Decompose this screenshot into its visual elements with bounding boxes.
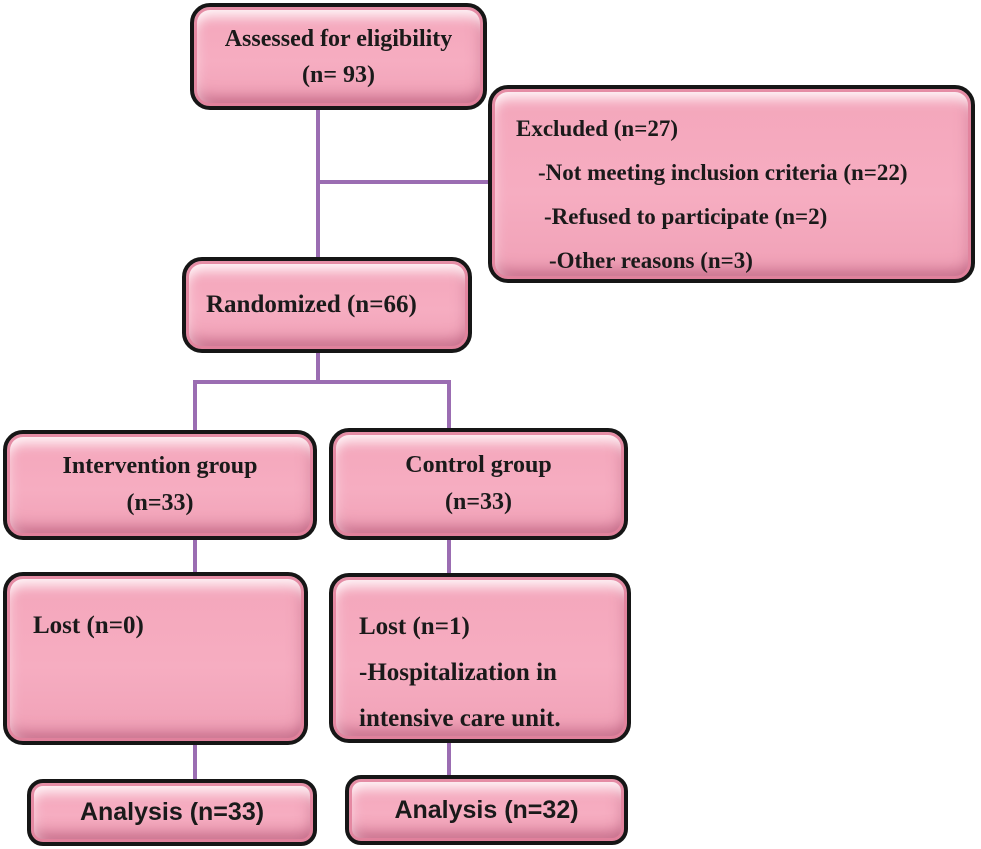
intervention-line-2: (n=33) — [126, 490, 194, 516]
connector-branch-horizontal — [193, 380, 451, 384]
assessed-line-1: Assessed for eligibility — [224, 25, 453, 52]
flow-box-lost-control: Lost (n=1) -Hospitalization in intensive… — [329, 573, 631, 743]
excluded-reason-1: -Not meeting inclusion criteria (n=22) — [538, 160, 908, 185]
excluded-heading: Excluded (n=27) — [516, 116, 678, 141]
control-line-1: Control group — [405, 452, 552, 478]
analysis-control-label: Analysis (n=32) — [394, 795, 579, 824]
lost-control-reason-line-2: intensive care unit. — [359, 705, 561, 732]
flow-box-randomized: Randomized (n=66) — [182, 257, 472, 353]
connector-lost-to-analysis-right — [447, 743, 451, 775]
control-line-2: (n=33) — [444, 489, 512, 515]
analysis-intervention-label: Analysis (n=33) — [79, 798, 265, 826]
lost-control-reason-line-1: -Hospitalization in — [359, 659, 557, 686]
connector-randomized-stem — [316, 352, 320, 382]
lost-intervention-label: Lost (n=0) — [33, 612, 144, 639]
flow-box-analysis-intervention: Analysis (n=33) — [27, 779, 317, 846]
connector-branch-to-intervention — [193, 382, 197, 430]
connector-intervention-to-lost — [193, 540, 197, 572]
connector-control-to-lost — [447, 540, 451, 573]
connector-branch-to-control — [447, 382, 451, 428]
connector-to-excluded — [318, 180, 488, 184]
flow-box-assessed-for-eligibility: Assessed for eligibility (n= 93) — [190, 3, 487, 110]
flow-box-lost-intervention: Lost (n=0) — [3, 572, 308, 745]
lost-control-heading: Lost (n=1) — [359, 613, 470, 640]
flow-box-intervention-group: Intervention group (n=33) — [3, 430, 317, 540]
excluded-reason-3: -Other reasons (n=3) — [549, 248, 753, 273]
flow-box-excluded: Excluded (n=27) -Not meeting inclusion c… — [488, 85, 975, 283]
intervention-line-1: Intervention group — [62, 453, 258, 479]
flow-box-analysis-control: Analysis (n=32) — [345, 775, 628, 845]
excluded-reason-2: -Refused to participate (n=2) — [544, 204, 828, 229]
connector-lost-to-analysis-left — [193, 745, 197, 779]
assessed-line-2: (n= 93) — [301, 61, 375, 88]
randomized-label: Randomized (n=66) — [206, 291, 417, 318]
flow-box-control-group: Control group (n=33) — [329, 428, 628, 540]
